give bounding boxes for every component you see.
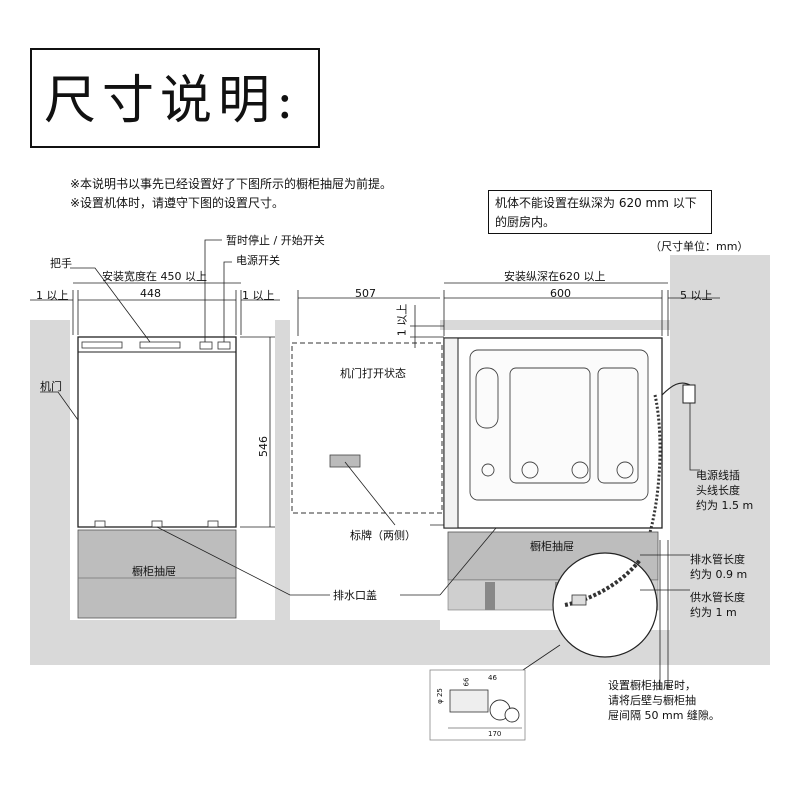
handle-label: 把手 bbox=[50, 257, 72, 270]
supply-hose-label: 供水管长度 约为 1 m bbox=[690, 591, 745, 619]
drain-hose-label: 排水管长度 约为 0.9 m bbox=[690, 553, 748, 581]
drain-cover-label: 排水口盖 bbox=[333, 589, 377, 602]
kitchen-bg-right-top bbox=[670, 255, 770, 325]
foot-left bbox=[94, 520, 106, 528]
detail-dim-1: φ 25 bbox=[435, 688, 444, 704]
nameplate-label: 标牌（两侧） bbox=[350, 529, 416, 542]
foot-right bbox=[207, 520, 219, 528]
side-door bbox=[443, 337, 459, 529]
cabinet-drawer-right-label: 橱柜抽屉 bbox=[530, 540, 574, 553]
left-gap-dim: 1 以上 bbox=[36, 289, 69, 302]
page-title: 尺寸说明: bbox=[44, 71, 300, 131]
cabinet-drawer-left-label: 橱柜抽屉 bbox=[132, 565, 176, 578]
title-box bbox=[30, 48, 320, 148]
detail-circle bbox=[552, 552, 658, 658]
width-dim: 448 bbox=[140, 287, 161, 300]
pause-start-switch-label: 暂时停止 / 开始开关 bbox=[226, 234, 325, 247]
nameplate-front bbox=[329, 454, 361, 468]
side-tub bbox=[469, 349, 649, 501]
detail-dim-2: 66 bbox=[462, 677, 471, 687]
leg-left bbox=[485, 582, 495, 610]
bottom-clear bbox=[285, 665, 770, 800]
pause-start-switch bbox=[199, 341, 213, 350]
back-gap-dim: 5 以上 bbox=[680, 289, 713, 302]
unit-note: （尺寸单位：mm） bbox=[650, 240, 749, 253]
depth-warning-box: 机体不能设置在纵深为 620 mm 以下的厨房内。 bbox=[488, 190, 712, 234]
cabinet-drawer-left bbox=[77, 529, 237, 619]
detail-dim-4: 170 bbox=[488, 730, 502, 738]
depth-dim: 600 bbox=[550, 287, 571, 300]
drain-cover-front bbox=[151, 520, 163, 528]
note-1: ※本说明书以事先已经设置好了下图所示的橱柜抽屉为前提。 bbox=[70, 177, 393, 191]
install-width-label: 安装宽度在 450 以上 bbox=[102, 270, 207, 283]
right-gap-dim: 1 以上 bbox=[242, 289, 275, 302]
note-2: ※设置机体时，请遵守下图的设置尺寸。 bbox=[70, 196, 285, 210]
machine-front bbox=[77, 336, 237, 528]
door-opening-area bbox=[290, 320, 440, 620]
install-depth-label: 安装纵深在620 以上 bbox=[504, 270, 606, 283]
door-open-outline bbox=[291, 342, 443, 514]
handle-slot bbox=[81, 341, 123, 349]
power-cord-label: 电源线插 头线长度 约为 1.5 m bbox=[696, 469, 754, 512]
detail-dim-3: 46 bbox=[488, 674, 497, 682]
handle bbox=[139, 341, 181, 349]
door-label: 机门 bbox=[40, 380, 62, 393]
power-switch-label: 电源开关 bbox=[236, 254, 280, 267]
top-gap-dim: 1 以上 bbox=[395, 303, 409, 337]
height-dim: 546 bbox=[257, 436, 270, 457]
gap-note-label: 设置橱柜抽屉时， 请将后壁与橱柜抽 屉间隔 50 mm 缝隙。 bbox=[608, 679, 720, 722]
power-cord bbox=[661, 382, 691, 396]
door-open-state-label: 机门打开状态 bbox=[340, 367, 406, 380]
power-switch bbox=[217, 341, 231, 350]
door-open-dim: 507 bbox=[355, 287, 376, 300]
